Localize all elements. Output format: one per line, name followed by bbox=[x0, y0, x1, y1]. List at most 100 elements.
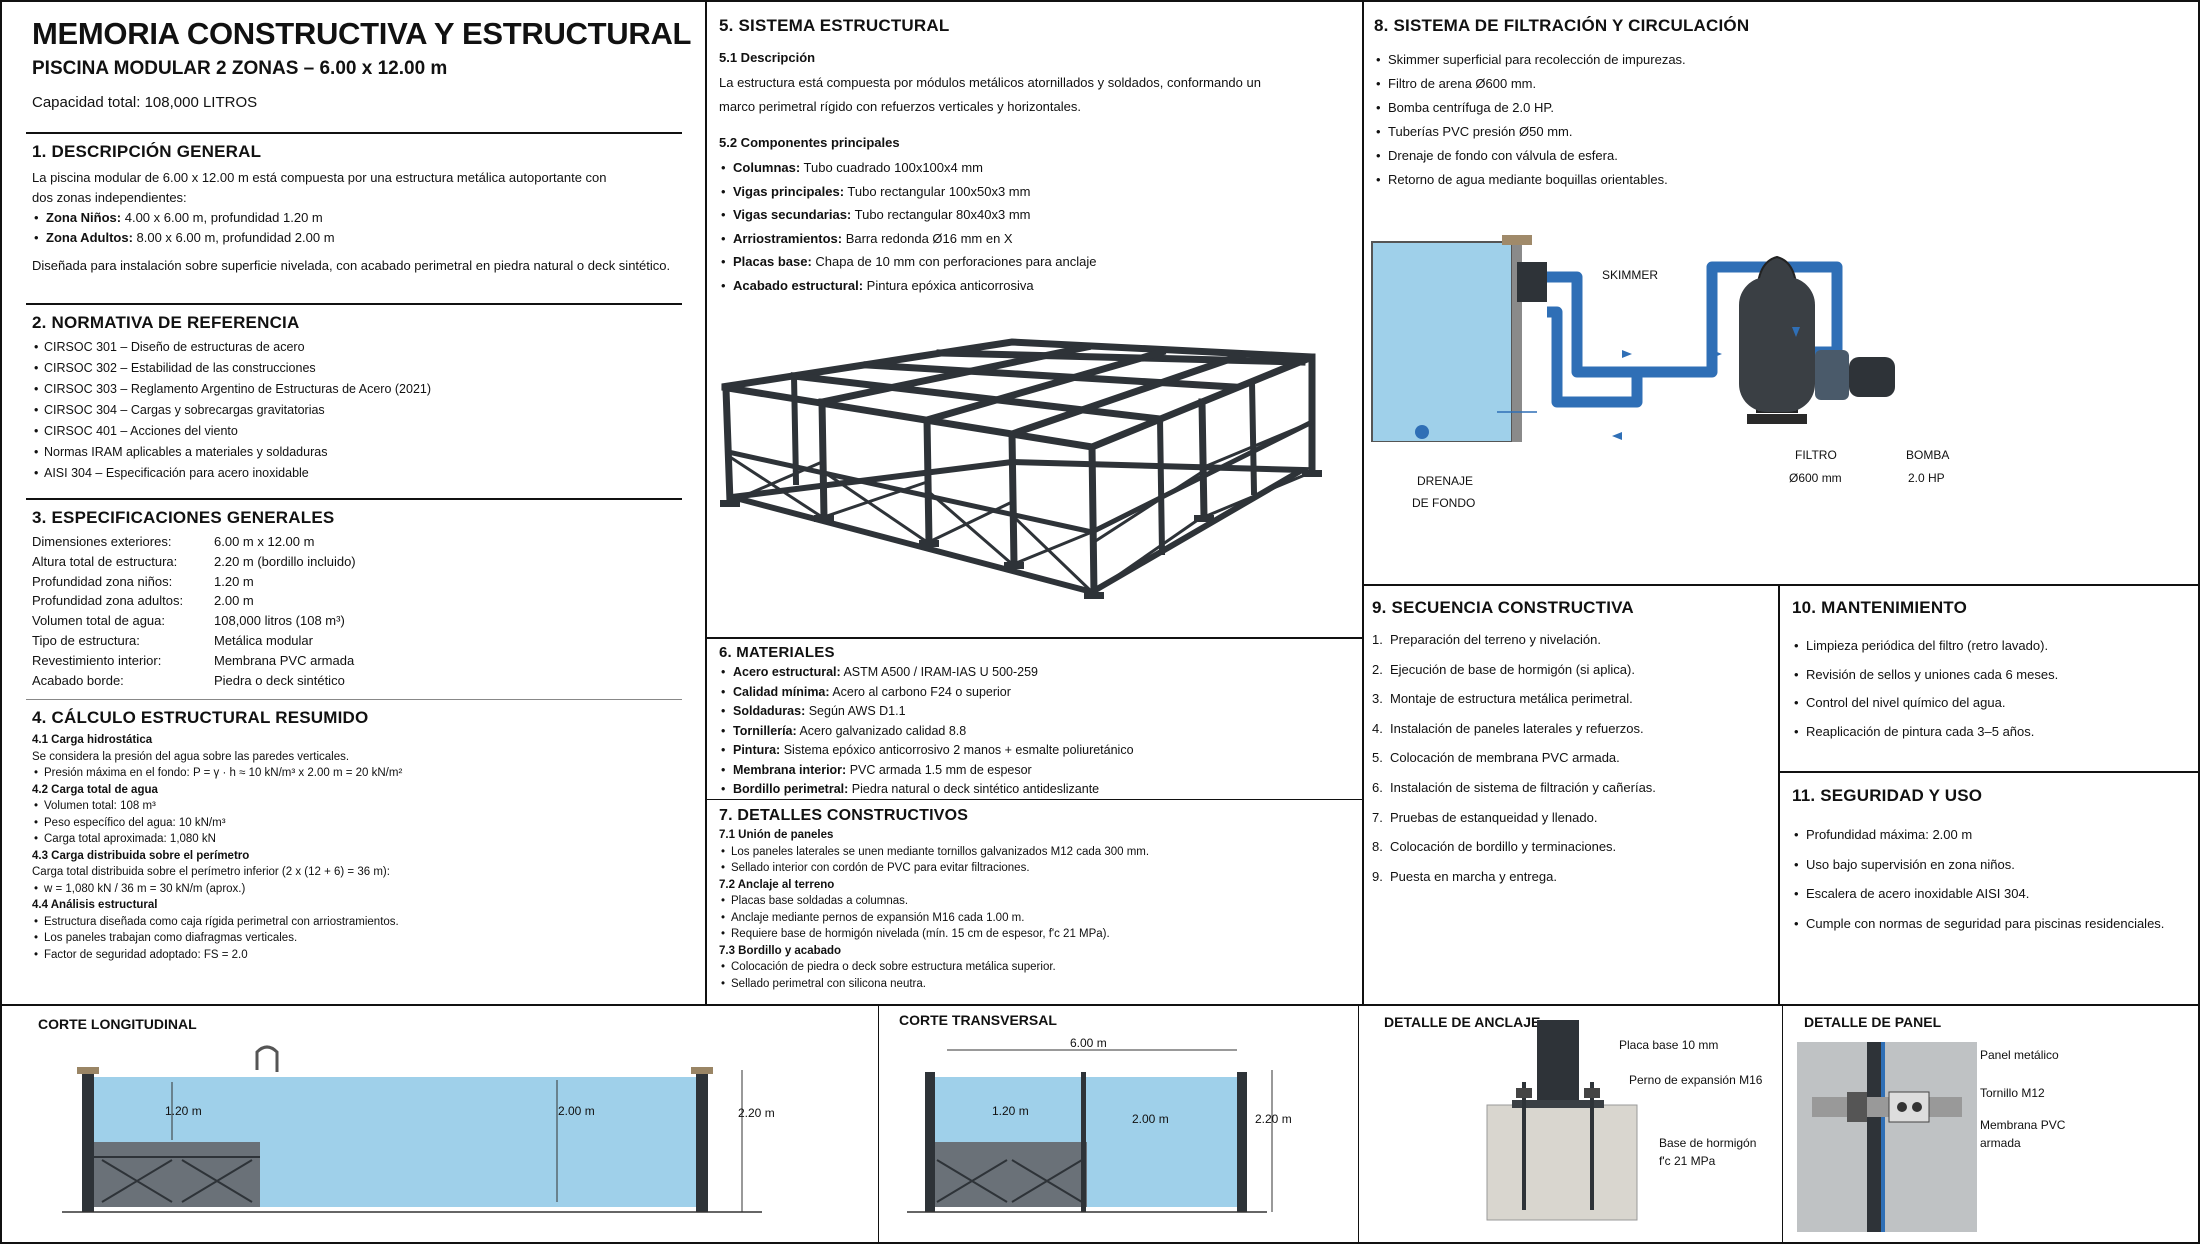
kids-zone-frame bbox=[90, 1142, 260, 1207]
spec-value: Piedra o deck sintético bbox=[214, 672, 345, 688]
spec-value: 1.20 m bbox=[214, 573, 254, 589]
section-4: 4. CÁLCULO ESTRUCTURAL RESUMIDO 4.1 Carg… bbox=[32, 708, 692, 963]
dim-label: 2.20 m bbox=[738, 1106, 775, 1120]
list-item: CIRSOC 304 – Cargas y sobrecargas gravit… bbox=[32, 400, 682, 421]
list-item: Control del nivel químico del agua. bbox=[1792, 689, 2192, 718]
list: Skimmer superficial para recolección de … bbox=[1374, 48, 2174, 192]
list-item: AISI 304 – Especificación para acero ino… bbox=[32, 463, 682, 484]
list-item: Carga total aproximada: 1,080 kN bbox=[32, 831, 692, 848]
list-item: Sellado perimetral con silicona neutra. bbox=[719, 976, 1349, 993]
page-subtitle: PISCINA MODULAR 2 ZONAS – 6.00 x 12.00 m bbox=[32, 58, 448, 79]
list-item: 3.Montaje de estructura metálica perimet… bbox=[1372, 691, 1633, 707]
paragraph: Carga total distribuida sobre el perímet… bbox=[32, 866, 390, 878]
page-title: MEMORIA CONSTRUCTIVA Y ESTRUCTURAL bbox=[32, 16, 692, 51]
pump-label: BOMBA bbox=[1906, 448, 1950, 462]
spec-value: Metálica modular bbox=[214, 632, 313, 648]
spec-table: Dimensiones exteriores:6.00 m x 12.00 m … bbox=[32, 532, 682, 690]
spec-key: Revestimiento interior: bbox=[32, 652, 162, 668]
divider bbox=[1362, 2, 1364, 1005]
list: Volumen total: 108 m³ Peso específico de… bbox=[32, 798, 692, 848]
section-title: 7. DETALLES CONSTRUCTIVOS bbox=[719, 807, 969, 824]
list: CIRSOC 301 – Diseño de estructuras de ac… bbox=[32, 337, 682, 484]
list-item: Retorno de agua mediante boquillas orien… bbox=[1374, 168, 2174, 192]
section-11: 11. SEGURIDAD Y USO Profundidad máxima: … bbox=[1792, 786, 2192, 938]
list-item: Acabado estructural: Pintura epóxica ant… bbox=[719, 274, 1349, 298]
spec-key: Volumen total de agua: bbox=[32, 613, 165, 629]
list-item: Anclaje mediante pernos de expansión M16… bbox=[719, 910, 1349, 927]
list: w = 1,080 kN / 36 m = 30 kN/m (aprox.) bbox=[32, 881, 692, 898]
list-item: Los paneles laterales se unen mediante t… bbox=[719, 844, 1349, 861]
list: Colocación de piedra o deck sobre estruc… bbox=[719, 959, 1349, 992]
list-item: w = 1,080 kN / 36 m = 30 kN/m (aprox.) bbox=[32, 881, 692, 898]
list: Profundidad máxima: 2.00 m Uso bajo supe… bbox=[1792, 820, 2192, 938]
dim-label: 1.20 m bbox=[165, 1104, 202, 1118]
divider bbox=[1362, 584, 2200, 586]
list-item: Factor de seguridad adoptado: FS = 2.0 bbox=[32, 947, 692, 964]
pump-motor bbox=[1849, 357, 1895, 397]
section-title: 11. SEGURIDAD Y USO bbox=[1792, 786, 1983, 805]
list-item: Tornillería: Acero galvanizado calidad 8… bbox=[719, 722, 1349, 742]
panel-detail bbox=[1797, 1042, 1977, 1232]
list-item: CIRSOC 401 – Acciones del viento bbox=[32, 421, 682, 442]
list-item: CIRSOC 303 – Reglamento Argentino de Est… bbox=[32, 379, 682, 400]
list-item: 7.Pruebas de estanqueidad y llenado. bbox=[1372, 809, 1598, 825]
callout: armada bbox=[1980, 1136, 2021, 1150]
list-item: Revisión de sellos y uniones cada 6 mese… bbox=[1792, 661, 2192, 690]
spec-value: 2.00 m bbox=[214, 593, 254, 609]
section-2: 2. NORMATIVA DE REFERENCIA CIRSOC 301 – … bbox=[32, 313, 682, 484]
list-item: Zona Adultos: 8.00 x 6.00 m, profundidad… bbox=[32, 228, 682, 248]
list-item: Los paneles trabajan como diafragmas ver… bbox=[32, 930, 692, 947]
section-9: 9. SECUENCIA CONSTRUCTIVA 1.Preparación … bbox=[1372, 598, 1772, 898]
callout: Membrana PVC bbox=[1980, 1118, 2066, 1132]
coping bbox=[1502, 235, 1532, 245]
list-item: 6.Instalación de sistema de filtración y… bbox=[1372, 779, 1656, 795]
spec-value: Membrana PVC armada bbox=[214, 652, 355, 668]
list-item: Filtro de arena Ø600 mm. bbox=[1374, 72, 2174, 96]
spec-key: Altura total de estructura: bbox=[32, 553, 178, 569]
filter-label: FILTRO bbox=[1795, 448, 1837, 462]
rule bbox=[26, 303, 682, 305]
subsection-title: 7.3 Bordillo y acabado bbox=[719, 944, 842, 957]
transverse-section bbox=[907, 1049, 1273, 1213]
spec-key: Dimensiones exteriores: bbox=[32, 534, 172, 549]
divider bbox=[705, 799, 1362, 800]
section-7: 7. DETALLES CONSTRUCTIVOS 7.1 Unión de p… bbox=[719, 807, 1349, 992]
list-item: Cumple con normas de seguridad para pisc… bbox=[1792, 909, 2192, 939]
list-item: Bordillo perimetral: Piedra natural o de… bbox=[719, 780, 1349, 800]
section-title: 9. SECUENCIA CONSTRUCTIVA bbox=[1372, 598, 1634, 617]
filtration-diagram bbox=[1371, 235, 1895, 442]
callout: f'c 21 MPa bbox=[1659, 1154, 1716, 1168]
list-item: Placas base soldadas a columnas. bbox=[719, 893, 1349, 910]
list-item: Soldaduras: Según AWS D1.1 bbox=[719, 702, 1349, 722]
section-title: 6. MATERIALES bbox=[719, 644, 835, 661]
list-item: Limpieza periódica del filtro (retro lav… bbox=[1792, 632, 2192, 661]
list-item: Calidad mínima: Acero al carbono F24 o s… bbox=[719, 683, 1349, 703]
capacity: Capacidad total: 108,000 LITROS bbox=[32, 94, 258, 111]
list-item: CIRSOC 302 – Estabilidad de las construc… bbox=[32, 358, 682, 379]
section-title: 8. SISTEMA DE FILTRACIÓN Y CIRCULACIÓN bbox=[1374, 16, 1750, 35]
list-item: Skimmer superficial para recolección de … bbox=[1374, 48, 2174, 72]
list-item: 1.Preparación del terreno y nivelación. bbox=[1372, 632, 1602, 647]
filter-size-label: Ø600 mm bbox=[1789, 471, 1842, 485]
dim-label: 2.20 m bbox=[1255, 1112, 1292, 1126]
section-title: 5. SISTEMA ESTRUCTURAL bbox=[719, 16, 950, 35]
rule bbox=[26, 699, 682, 700]
pool-wall bbox=[1512, 237, 1522, 442]
spec-key: Tipo de estructura: bbox=[32, 632, 140, 648]
list-item: Reaplicación de pintura cada 3–5 años. bbox=[1792, 718, 2192, 747]
list-item: Columnas: Tubo cuadrado 100x100x4 mm bbox=[719, 156, 1349, 180]
list-item: Escalera de acero inoxidable AISI 304. bbox=[1792, 879, 2192, 909]
list-item: Profundidad máxima: 2.00 m bbox=[1792, 820, 2192, 850]
list-item: Sellado interior con cordón de PVC para … bbox=[719, 860, 1349, 877]
list: Placas base soldadas a columnas. Anclaje… bbox=[719, 893, 1349, 943]
list-item: Peso específico del agua: 10 kN/m³ bbox=[32, 815, 692, 832]
section-title: 3. ESPECIFICACIONES GENERALES bbox=[32, 508, 335, 527]
spec-value: 108,000 litros (108 m³) bbox=[214, 613, 345, 629]
drain-label: DRENAJE bbox=[1417, 474, 1474, 488]
list-item: Requiere base de hormigón nivelada (mín.… bbox=[719, 926, 1349, 943]
detalle-panel-title: DETALLE DE PANEL bbox=[1804, 1014, 1942, 1030]
section-title: 1. DESCRIPCIÓN GENERAL bbox=[32, 142, 262, 161]
pool-tank bbox=[1371, 241, 1513, 442]
filter-tank bbox=[1739, 277, 1815, 412]
list-item: Placas base: Chapa de 10 mm con perforac… bbox=[719, 250, 1349, 274]
